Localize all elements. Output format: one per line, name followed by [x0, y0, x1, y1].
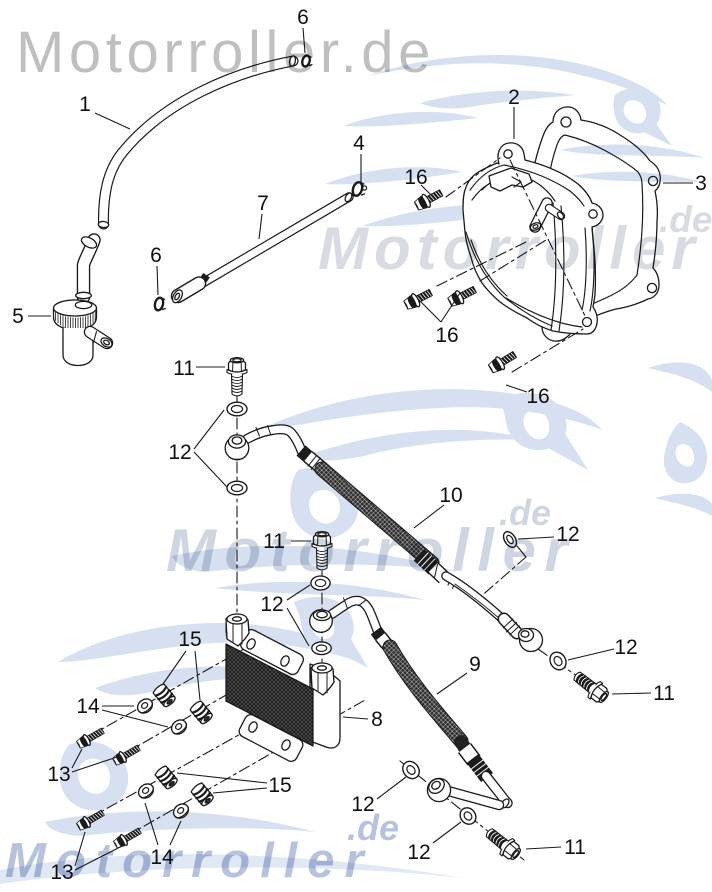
svg-text:16: 16: [526, 385, 549, 408]
svg-text:13: 13: [50, 861, 73, 884]
svg-text:11: 11: [653, 682, 675, 705]
svg-text:16: 16: [404, 166, 427, 189]
svg-text:15: 15: [178, 628, 201, 651]
svg-text:6: 6: [297, 6, 309, 29]
svg-text:6: 6: [150, 244, 162, 267]
svg-text:15: 15: [268, 774, 291, 797]
svg-text:11: 11: [564, 836, 586, 859]
svg-text:12: 12: [168, 441, 191, 464]
svg-text:.de: .de: [659, 199, 712, 240]
svg-text:.de: .de: [499, 492, 551, 533]
svg-text:3: 3: [695, 172, 707, 195]
svg-text:12: 12: [407, 841, 430, 864]
svg-text:9: 9: [469, 653, 481, 676]
svg-text:14: 14: [76, 695, 100, 718]
svg-text:11: 11: [263, 530, 285, 553]
svg-text:.de: .de: [347, 807, 399, 848]
svg-text:Motorroller: Motorroller: [5, 834, 374, 888]
svg-text:1: 1: [79, 93, 91, 116]
svg-text:12: 12: [351, 793, 374, 816]
svg-text:16: 16: [435, 324, 458, 347]
svg-text:12: 12: [556, 523, 579, 546]
svg-text:7: 7: [257, 192, 269, 215]
svg-text:8: 8: [371, 708, 383, 731]
svg-text:4: 4: [353, 132, 365, 155]
svg-text:5: 5: [12, 305, 24, 328]
svg-text:14: 14: [150, 846, 174, 869]
svg-text:Motorroller: Motorroller: [318, 215, 701, 282]
svg-text:13: 13: [47, 763, 70, 786]
svg-text:11: 11: [173, 357, 195, 380]
svg-text:Motorroller: Motorroller: [166, 517, 576, 584]
svg-text:2: 2: [508, 86, 520, 109]
svg-text:12: 12: [260, 593, 283, 616]
svg-text:12: 12: [614, 636, 637, 659]
svg-text:Motorroller.de: Motorroller.de: [16, 20, 435, 85]
svg-text:10: 10: [439, 484, 462, 507]
